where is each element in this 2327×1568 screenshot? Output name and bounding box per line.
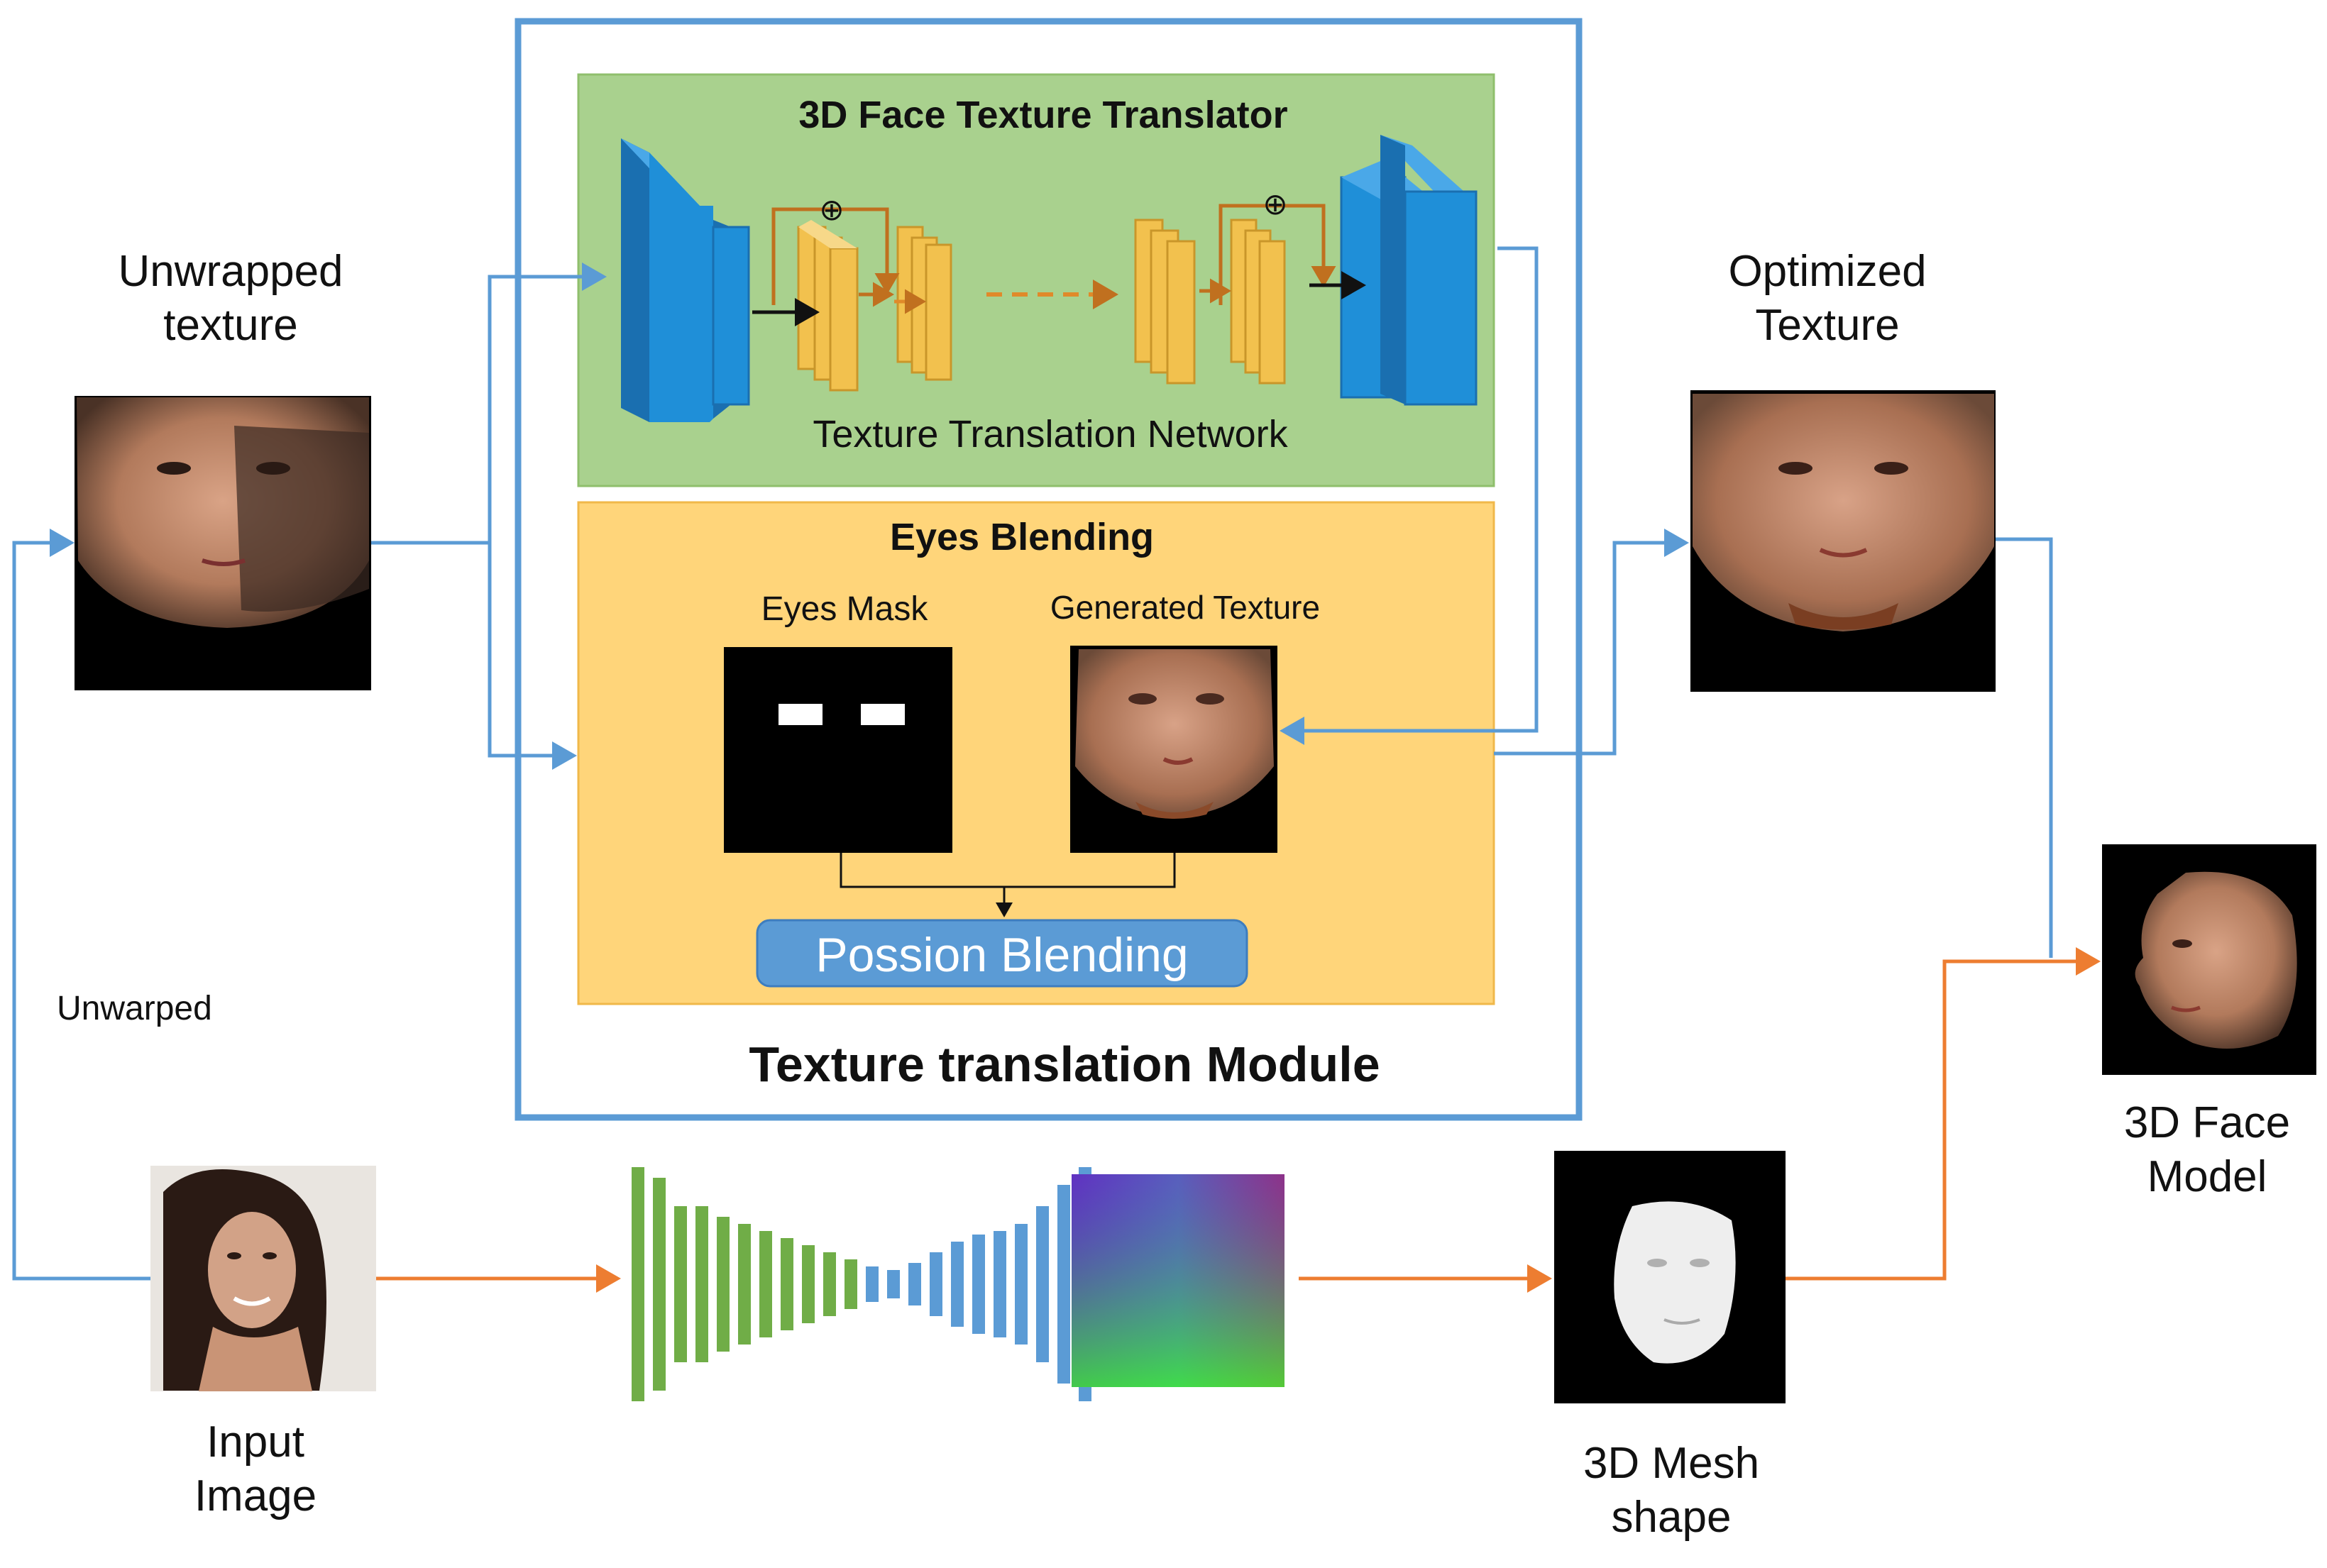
- face-model-line1: 3D Face: [2123, 1098, 2291, 1147]
- optimized-texture-line2: Texture: [1755, 300, 1900, 350]
- face-model-label: 3D Face Model: [2072, 1096, 2327, 1203]
- network-layer-bar: [1015, 1224, 1028, 1345]
- optimized-texture-line1: Optimized: [1728, 247, 1927, 296]
- optimized-texture-image: [1690, 390, 1996, 692]
- unwrapped-texture-image: [75, 396, 371, 690]
- network-layer-bar: [823, 1252, 836, 1316]
- network-layer-bar: [781, 1238, 793, 1330]
- input-image: [150, 1166, 376, 1391]
- mask-to-blend-connector: [840, 853, 1176, 888]
- network-layer-bar: [1057, 1185, 1070, 1384]
- mesh-shape-line2: shape: [1611, 1492, 1732, 1542]
- generated-texture-label: Generated Texture: [1050, 589, 1321, 626]
- eyes-blending-title: Eyes Blending: [889, 516, 1155, 558]
- plus-symbol-1: ⊕: [819, 192, 844, 227]
- skip-connection-2: [1199, 204, 1336, 305]
- uv-position-map: [1072, 1174, 1284, 1387]
- possion-blending-box: [756, 919, 1248, 988]
- blue-arrows: [12, 246, 2053, 1281]
- network-layer-bar: [695, 1206, 708, 1362]
- residual-block-3: [1134, 219, 1196, 385]
- network-layer-bar: [972, 1235, 985, 1334]
- network-layer-bar: [994, 1231, 1006, 1337]
- module-border: [515, 18, 1583, 1121]
- encoder-block: [621, 138, 750, 422]
- input-image-line1: Input: [207, 1418, 304, 1467]
- eyes-mask-label: Eyes Mask: [761, 590, 928, 628]
- mesh-to-model-arrow: [1786, 947, 2101, 1281]
- network-layer-bar: [802, 1245, 815, 1323]
- eyes-mask-image: [724, 647, 952, 853]
- optimized-to-model-arrow: [1996, 537, 2053, 958]
- translation-network-label: Texture Translation Network: [813, 413, 1288, 456]
- module-title: Texture translation Module: [749, 1037, 1380, 1092]
- unwarped-label: Unwarped: [57, 990, 212, 1027]
- network-layer-bar: [759, 1231, 772, 1337]
- residual-block-1: [797, 220, 859, 392]
- orange-arrows: [376, 947, 2101, 1293]
- network-layer-bar: [632, 1167, 644, 1401]
- network-layer-bar: [908, 1263, 921, 1305]
- network-layer-bar: [1036, 1206, 1049, 1362]
- mesh-shape-image: [1554, 1151, 1786, 1403]
- decoder-block: [1340, 135, 1478, 406]
- unwrapped-texture-label: Unwrapped texture: [67, 245, 394, 352]
- network-layer-bar: [930, 1252, 942, 1316]
- network-layer-bar: [674, 1206, 687, 1362]
- optimized-texture-label: Optimized Texture: [1675, 245, 1980, 352]
- shape-network: [632, 1167, 1091, 1401]
- face-model-line2: Model: [2147, 1152, 2267, 1201]
- input-to-unwrapped-arrow: [12, 529, 150, 1281]
- unwrapped-to-eyes-arrow: [488, 543, 577, 770]
- network-layer-bar: [717, 1217, 730, 1352]
- translator-title: 3D Face Texture Translator: [798, 94, 1288, 136]
- unwrapped-texture-line1: Unwrapped: [118, 247, 343, 296]
- network-layer-bar: [866, 1266, 879, 1302]
- possion-blending-label: Possion Blending: [815, 928, 1189, 982]
- input-image-line2: Image: [194, 1471, 317, 1520]
- network-layer-bar: [738, 1224, 751, 1345]
- input-image-label: Input Image: [142, 1415, 369, 1523]
- eyes-mask-left-eye: [779, 704, 823, 725]
- skip-connection-1: [771, 207, 900, 307]
- residual-block-4: [1230, 219, 1286, 385]
- network-layer-bar: [951, 1242, 964, 1327]
- plus-symbol-2: ⊕: [1262, 187, 1287, 221]
- decoder-to-generated-arrow: [1280, 246, 1539, 745]
- eyes-mask-right-eye: [861, 704, 905, 725]
- network-layer-bar: [845, 1259, 857, 1309]
- generated-texture-image: [1070, 646, 1277, 853]
- eyes-to-optimized-arrow: [1494, 529, 1689, 756]
- mesh-shape-label: 3D Mesh shape: [1526, 1437, 1817, 1544]
- mesh-shape-line1: 3D Mesh: [1583, 1439, 1760, 1488]
- unwrapped-to-translator-arrow: [371, 263, 607, 545]
- network-layer-bar: [653, 1178, 666, 1391]
- unwrapped-texture-line2: texture: [163, 300, 298, 350]
- network-layer-bar: [887, 1270, 900, 1298]
- face-model-image: [2102, 844, 2316, 1075]
